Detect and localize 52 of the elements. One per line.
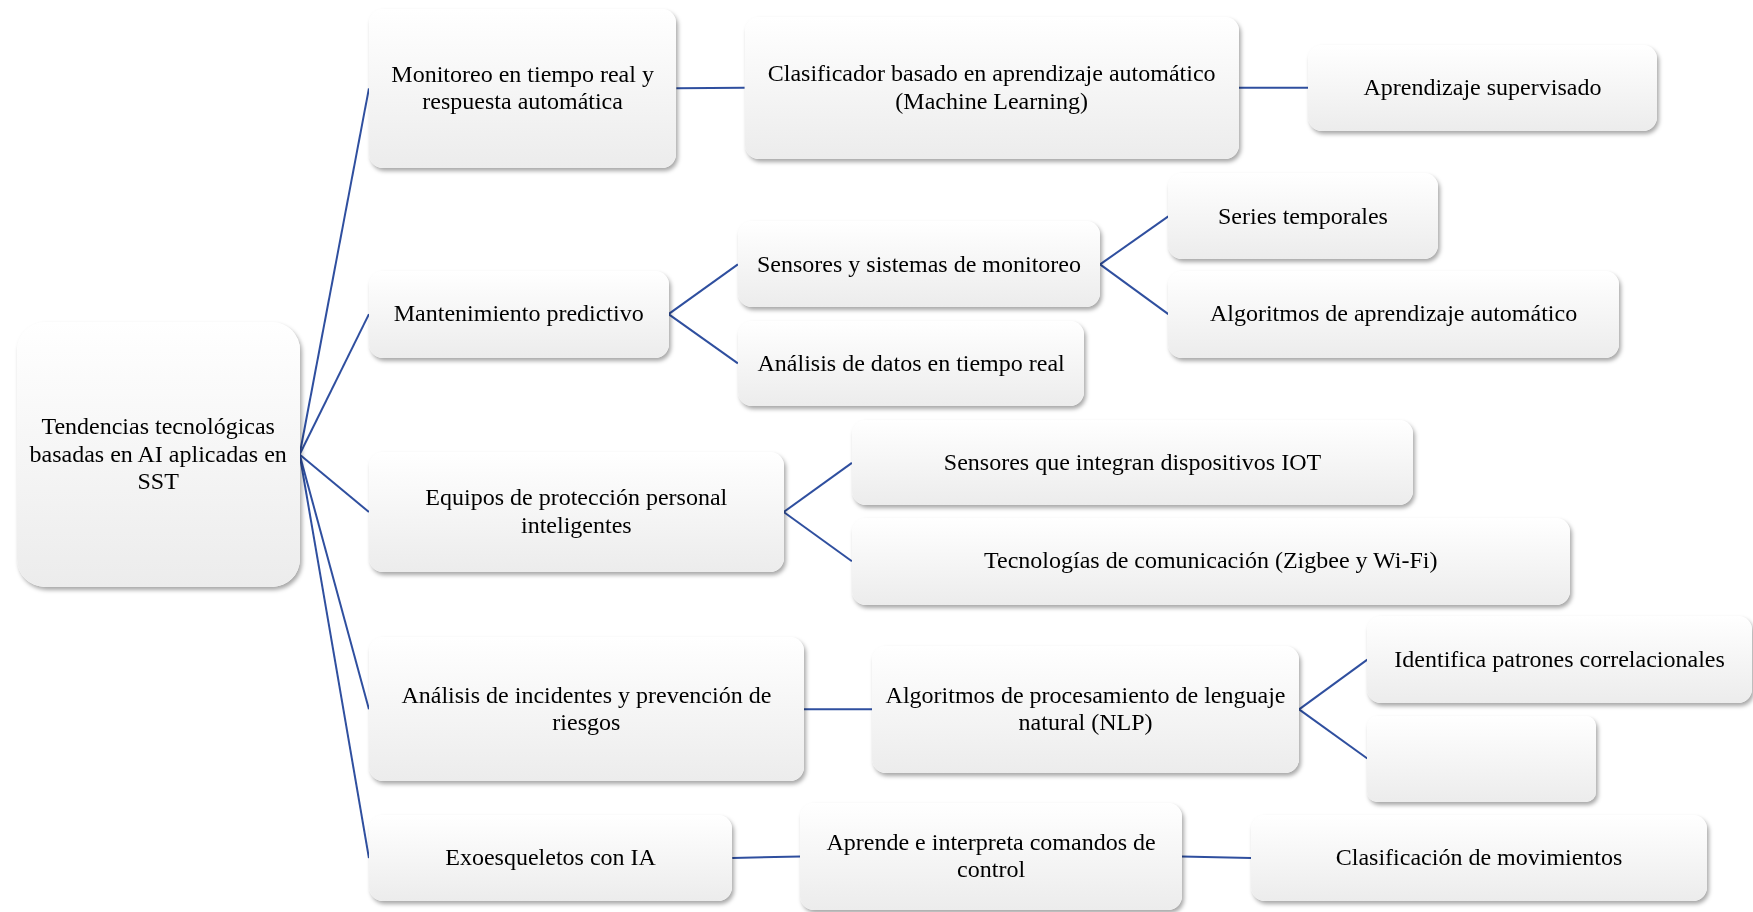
- topic-box: [851, 517, 1570, 605]
- node-text: Sensores que integran dispositivos IOT: [943, 449, 1322, 477]
- topic-box: [1168, 173, 1438, 260]
- node-text: Series temporales: [1218, 202, 1388, 231]
- connector-line: [731, 855, 802, 860]
- connector-line: [802, 708, 874, 711]
- topic-box: [1308, 44, 1657, 131]
- node-text: Sensores y sistemas de monitoreo: [757, 250, 1081, 279]
- node-text: Aprende e interpreta comandos de control: [825, 828, 1157, 884]
- node-text: Aprendizaje supervisado: [1363, 73, 1602, 102]
- node-text: Algoritmos de procesamiento de lenguaje natural (NLP): [884, 681, 1287, 737]
- topic-box: [1251, 815, 1708, 902]
- topic-box: [851, 420, 1414, 506]
- connector-line: [675, 86, 746, 90]
- node-text: Análisis de incidentes y prevención de riesgos: [400, 681, 773, 737]
- topic-box: [744, 16, 1239, 159]
- connector-line: [667, 313, 739, 365]
- topic-box: [16, 321, 300, 587]
- connector-line: [1298, 708, 1369, 760]
- topic-box: [368, 451, 784, 573]
- topic-box: [737, 221, 1101, 308]
- topic-box: [368, 8, 677, 168]
- topic-box: [1367, 616, 1752, 704]
- topic-box: [872, 646, 1300, 773]
- node-text: Mantenimiento predictivo: [393, 300, 644, 328]
- topic-box: [368, 270, 669, 358]
- node-text: Monitoreo en tiempo real y respuesta automática: [390, 60, 655, 116]
- node-text: Equipos de protección personal inteligentes: [424, 484, 729, 540]
- connector-line: [298, 453, 370, 514]
- topic-box: [368, 637, 804, 782]
- connector-line: [1237, 86, 1310, 89]
- connector-line: [667, 263, 739, 316]
- topic-box: [1168, 270, 1619, 358]
- node-text: Identifica patrones correlacionales: [1394, 645, 1725, 674]
- connector-line: [782, 461, 853, 514]
- connector-line: [1099, 263, 1170, 316]
- node-text: Tecnologías de comunicación (Zigbee y Wi-Fi): [984, 547, 1438, 575]
- node-text: Análisis de datos en tiempo real: [757, 349, 1065, 378]
- connector-line: [782, 511, 853, 563]
- connector-line: [1180, 855, 1252, 860]
- node-text: Clasificador basado en aprendizaje automático (Machine Learning): [766, 60, 1217, 116]
- topic-box: [737, 320, 1085, 406]
- node-text: Algoritmos de aprendizaje automático: [1209, 300, 1578, 328]
- empty-box: [1367, 715, 1597, 802]
- topic-box: [800, 802, 1182, 910]
- connector-line: [298, 313, 370, 456]
- connector-line: [1099, 215, 1170, 266]
- connector-line: [1298, 658, 1369, 711]
- node-text: Tendencias tecnológicas basadas en AI aplicadas en SST: [28, 413, 288, 496]
- node-text: Exoesqueletos con IA: [445, 844, 656, 872]
- topic-box: [368, 815, 733, 902]
- node-text: Clasificación de movimientos: [1335, 844, 1623, 872]
